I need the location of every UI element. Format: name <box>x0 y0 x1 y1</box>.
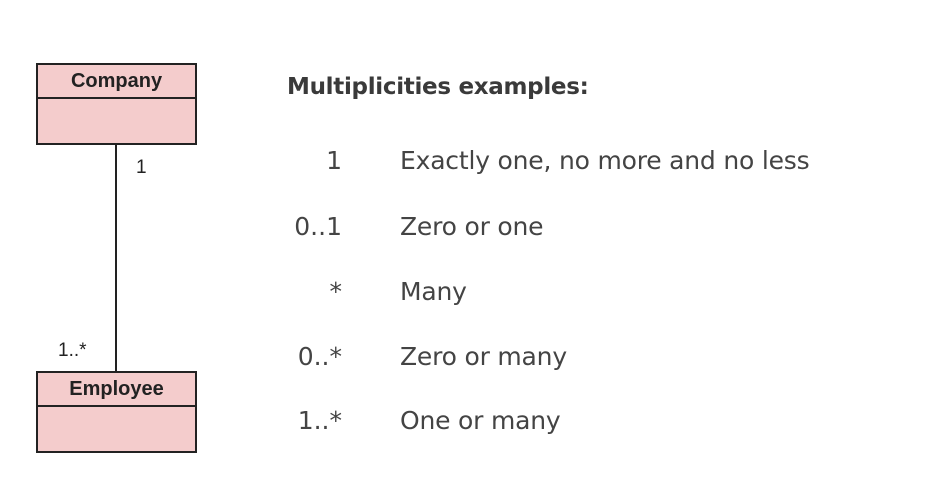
employee-class-attributes <box>38 407 195 451</box>
example-description: Many <box>400 277 467 306</box>
example-row: * Many <box>287 277 927 317</box>
example-multiplicity: 0..1 <box>294 212 342 241</box>
employee-end-multiplicity: 1..* <box>58 340 87 361</box>
example-description: Zero or many <box>400 342 567 371</box>
example-multiplicity: 1..* <box>297 406 342 435</box>
examples-title: Multiplicities examples: <box>287 74 589 100</box>
association-line <box>115 145 117 371</box>
company-end-multiplicity: 1 <box>136 157 147 178</box>
employee-class-name: Employee <box>38 373 195 407</box>
example-row: 0..* Zero or many <box>287 342 927 382</box>
company-class-box: Company <box>36 63 197 145</box>
example-multiplicity: * <box>329 277 343 306</box>
company-class-attributes <box>38 99 195 143</box>
example-description: Zero or one <box>400 212 544 241</box>
employee-class-box: Employee <box>36 371 197 453</box>
example-description: Exactly one, no more and no less <box>400 146 810 175</box>
example-row: 0..1 Zero or one <box>287 212 927 252</box>
company-class-name: Company <box>38 65 195 99</box>
example-description: One or many <box>400 406 561 435</box>
example-multiplicity: 0..* <box>297 342 342 371</box>
example-row: 1..* One or many <box>287 406 927 446</box>
example-row: 1 Exactly one, no more and no less <box>287 146 927 186</box>
example-multiplicity: 1 <box>326 146 342 175</box>
